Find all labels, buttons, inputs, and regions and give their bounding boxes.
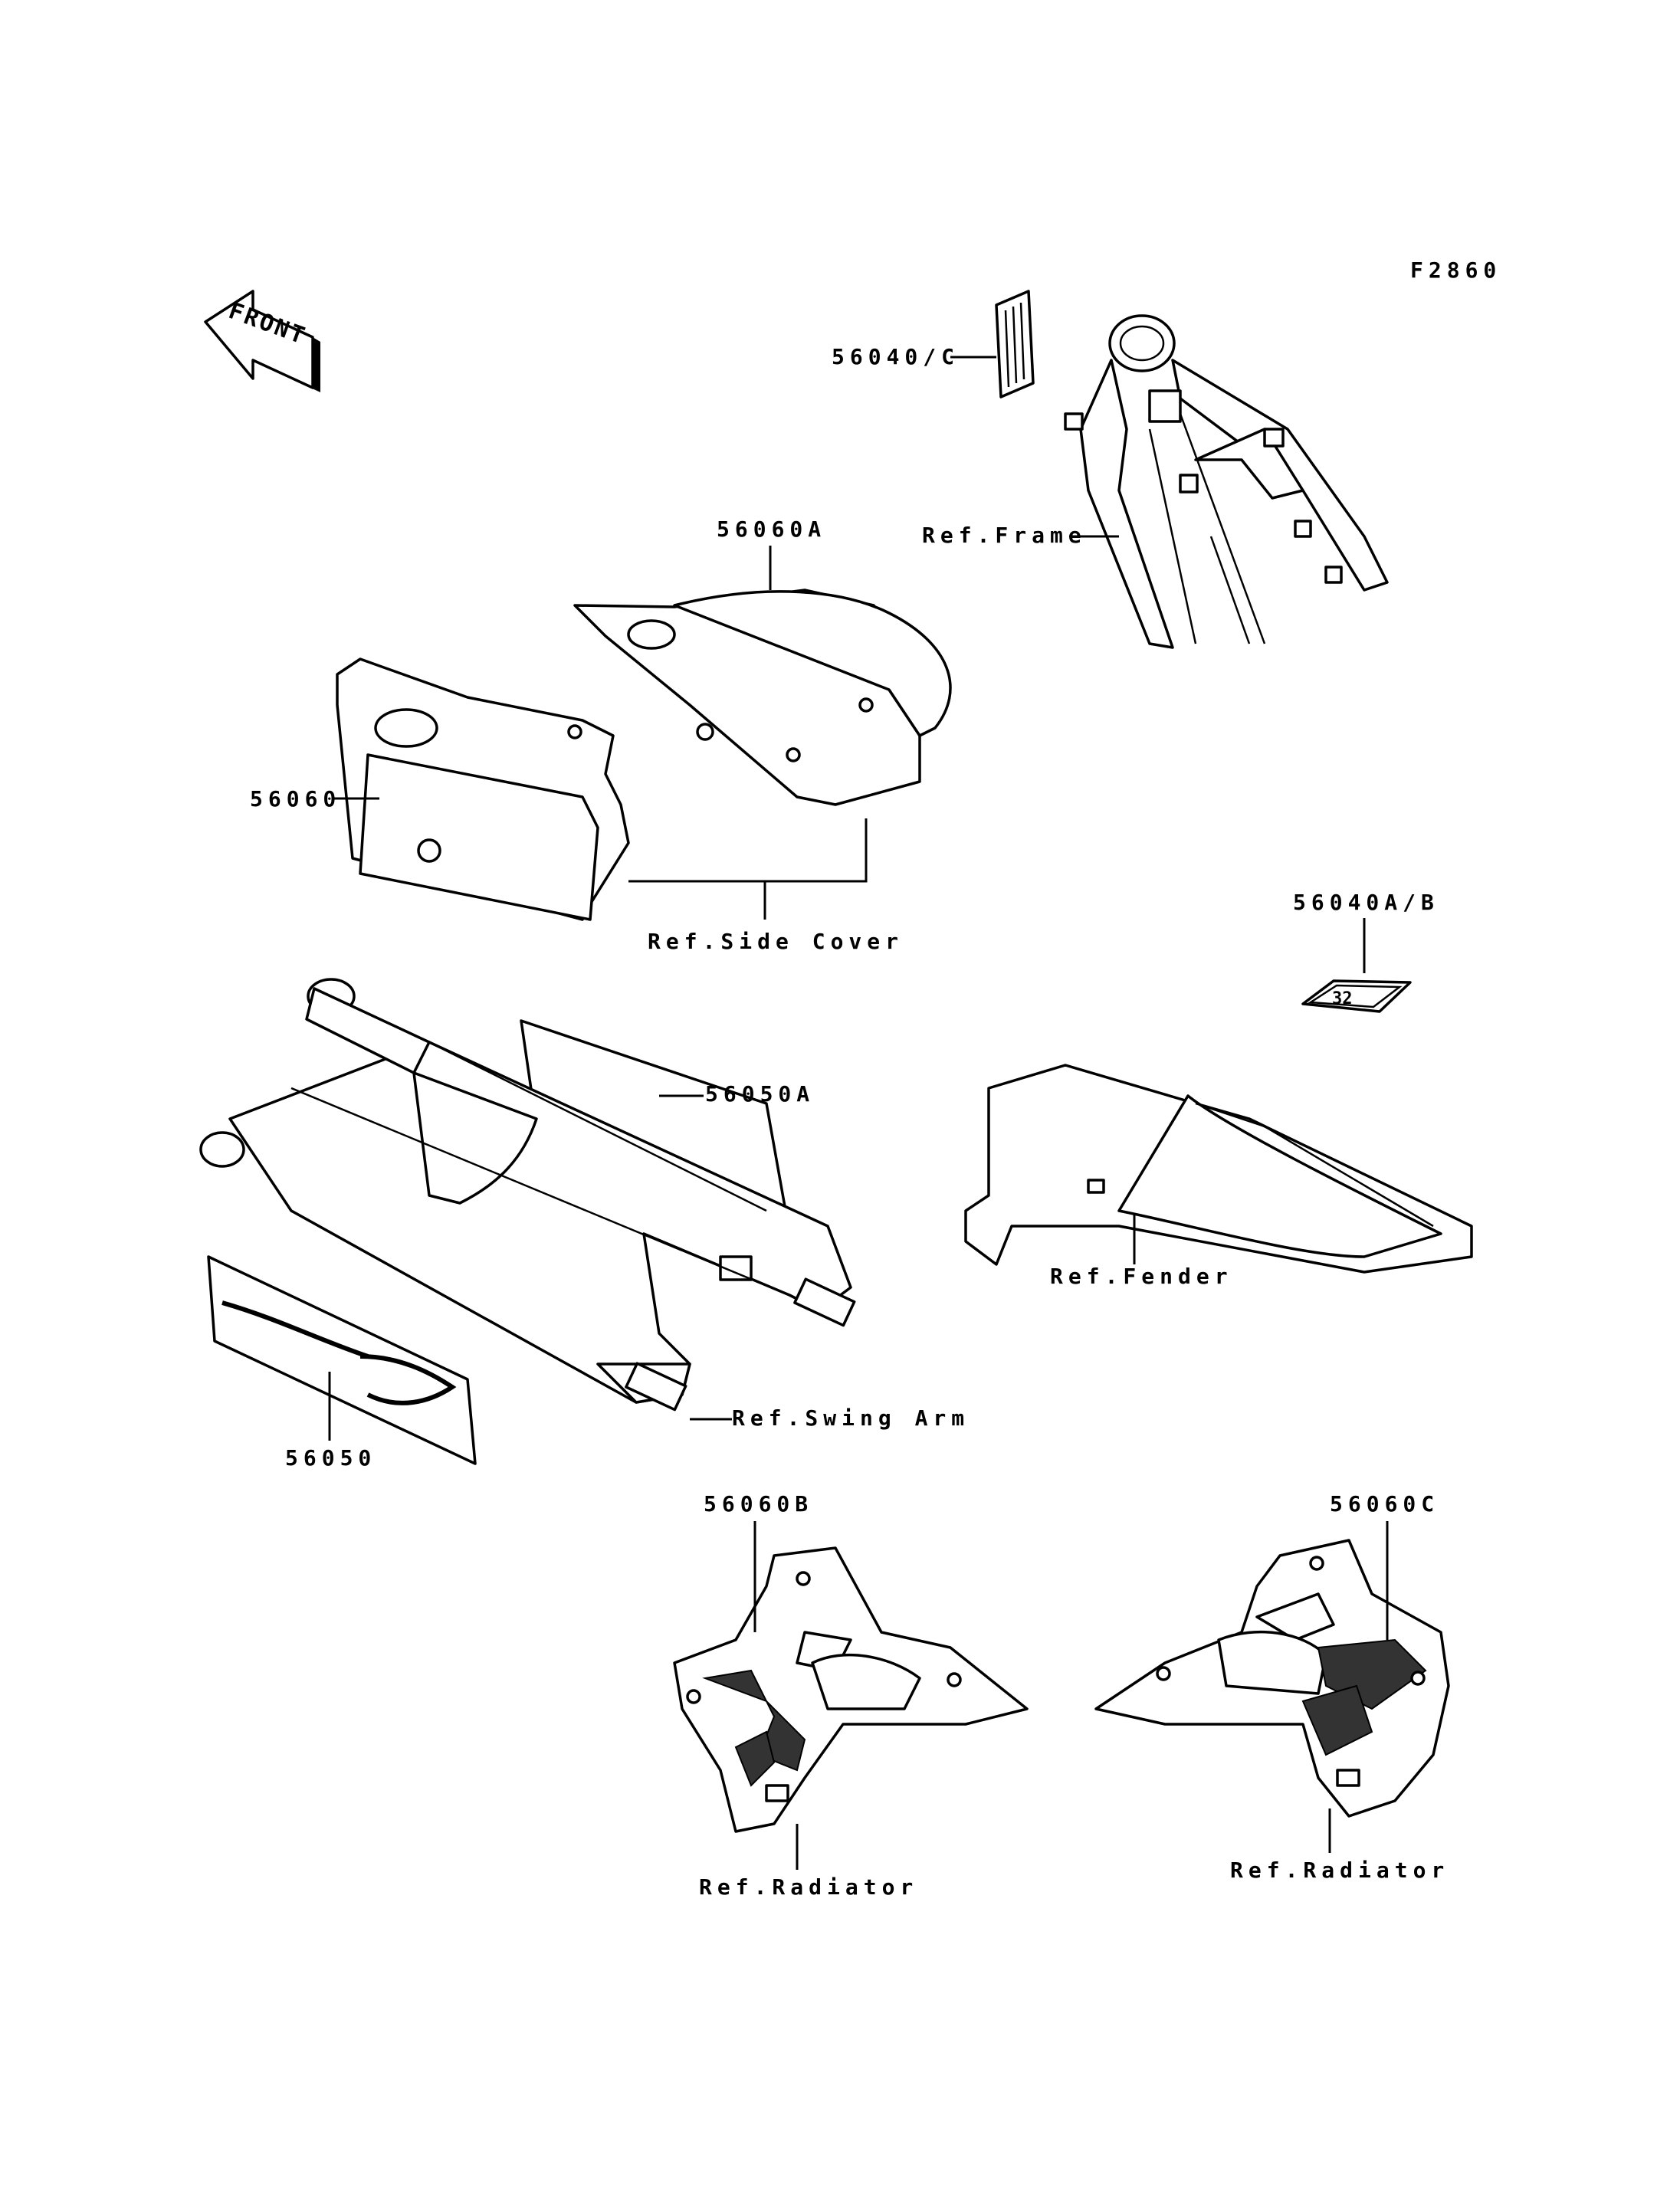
radiator-shroud-right [1094, 1539, 1450, 1818]
side-cover-left [336, 657, 630, 921]
front-arrow-icon: FRONT [204, 290, 320, 392]
label-56050: 56050 [285, 1445, 376, 1471]
decal-56040ab-text: 32 [1332, 989, 1353, 1008]
label-56060a: 56060A [717, 516, 826, 542]
label-ref-fender: Ref.Fender [1050, 1264, 1233, 1289]
decal-56050 [207, 1255, 477, 1465]
label-56060c: 56060C [1330, 1491, 1439, 1517]
side-cover-right [573, 589, 952, 806]
decal-56040c [995, 290, 1035, 398]
label-56050a: 56050A [705, 1081, 815, 1107]
diagram-code: F2860 [1410, 257, 1501, 283]
label-ref-radiator-left: Ref.Radiator [699, 1874, 918, 1900]
fender-drawing [964, 1064, 1473, 1274]
swing-arm-drawing [199, 978, 856, 1412]
label-ref-frame: Ref.Frame [922, 523, 1087, 548]
label-ref-swing-arm: Ref.Swing Arm [732, 1405, 970, 1431]
label-56040c: 56040/C [832, 344, 960, 369]
decal-56040ab: 32 [1301, 979, 1412, 1013]
frame-drawing [1064, 314, 1389, 649]
label-ref-side-cover: Ref.Side Cover [648, 929, 904, 954]
label-ref-radiator-right: Ref.Radiator [1230, 1858, 1449, 1883]
label-56040ab: 56040A/B [1293, 890, 1439, 915]
label-56060: 56060 [250, 786, 341, 812]
radiator-shroud-left [673, 1546, 1029, 1833]
label-56060b: 56060B [704, 1491, 813, 1517]
